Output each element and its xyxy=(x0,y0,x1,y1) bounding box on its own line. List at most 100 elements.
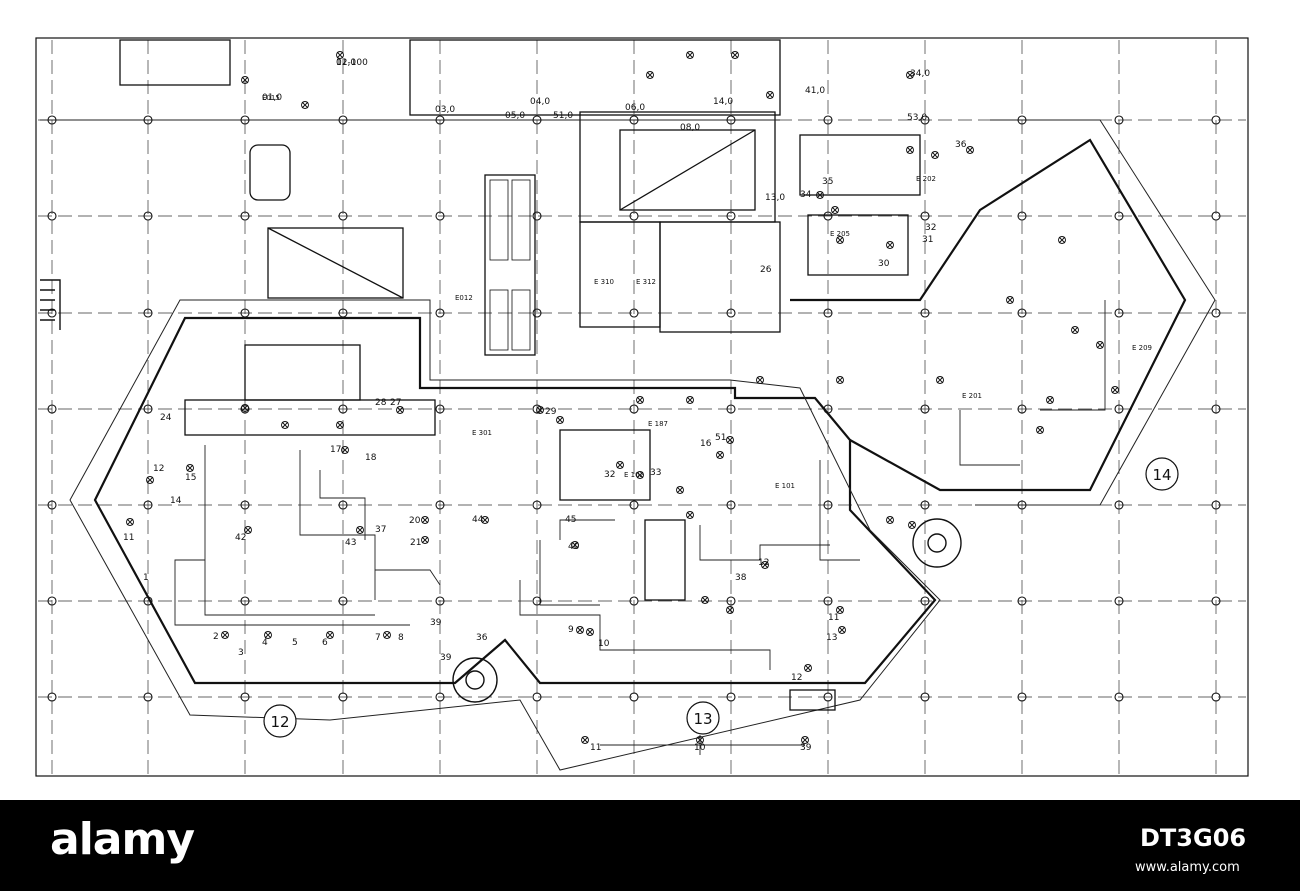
light-fixture-symbol xyxy=(616,461,624,469)
column-dot xyxy=(1114,211,1124,221)
plan-label: 53,0 xyxy=(907,113,927,123)
plan-label: 04,0 xyxy=(530,97,550,107)
column-dot xyxy=(726,211,736,221)
fixture-cross xyxy=(906,146,914,154)
column-dot xyxy=(240,211,250,221)
light-fixture-symbol xyxy=(1006,296,1014,304)
column-dot xyxy=(726,692,736,702)
light-fixture-symbol xyxy=(396,406,404,414)
column-dot xyxy=(1211,308,1221,318)
fixture-cross xyxy=(126,518,134,526)
light-fixture-symbol xyxy=(931,151,939,159)
plan-label: E 201 xyxy=(962,392,982,400)
fixture-cross xyxy=(756,376,764,384)
fixture-cross xyxy=(421,516,429,524)
column-dot xyxy=(1211,500,1221,510)
column-dot xyxy=(47,115,57,125)
fixture-cross xyxy=(801,736,809,744)
plan-label: 32 xyxy=(925,223,936,233)
column-dot xyxy=(920,404,930,414)
plan-label: 1 xyxy=(143,573,149,583)
column-dot xyxy=(823,211,833,221)
plan-label: 5 xyxy=(292,638,298,648)
column-dot xyxy=(143,115,153,125)
plan-label: 24 xyxy=(160,413,172,423)
column-dot xyxy=(435,500,445,510)
fixture-cross xyxy=(576,626,584,634)
plan-label: 13,0 xyxy=(765,193,785,203)
plan-label: 18 xyxy=(365,453,377,463)
fixture-cross xyxy=(146,476,154,484)
light-fixture-symbol xyxy=(421,536,429,544)
column-dot xyxy=(47,308,57,318)
plan-label: 11-100 xyxy=(336,58,368,68)
plan-label: 42 xyxy=(235,533,246,543)
plan-label: E012 xyxy=(455,294,473,302)
light-fixture-symbol xyxy=(886,516,894,524)
plan-label: 13 xyxy=(826,633,837,643)
light-fixture-symbol xyxy=(241,404,249,412)
light-fixture-symbol xyxy=(908,521,916,529)
column-dot xyxy=(1211,115,1221,125)
plan-label: 33 xyxy=(650,468,661,478)
plan-label: 12 xyxy=(758,558,769,568)
column-dot xyxy=(629,211,639,221)
fixture-cross xyxy=(1046,396,1054,404)
plan-label: 11 xyxy=(590,743,601,753)
site-url: www.alamy.com xyxy=(1135,860,1240,875)
light-fixture-symbol xyxy=(756,376,764,384)
plan-label: E 301 xyxy=(472,429,492,437)
fixture-cross xyxy=(836,236,844,244)
fixture-cross xyxy=(536,406,544,414)
light-fixture-symbol xyxy=(221,631,229,639)
fixture-cross xyxy=(831,206,839,214)
fixture-cross xyxy=(686,51,694,59)
column-dot xyxy=(1114,500,1124,510)
light-fixture-symbol xyxy=(421,516,429,524)
plan-label: 34 xyxy=(800,190,812,200)
fixture-cross xyxy=(701,596,709,604)
plan-label: 14,0 xyxy=(713,97,733,107)
plan-label: 06,0 xyxy=(625,103,645,113)
light-fixture-symbol xyxy=(341,446,349,454)
fixture-cross xyxy=(326,631,334,639)
plan-label: 2 xyxy=(213,632,219,642)
plan-label: E 187 xyxy=(648,420,668,428)
plan-label: 41,0 xyxy=(805,86,825,96)
plan-label: E 209 xyxy=(1132,344,1152,352)
plan-label: 02,0 xyxy=(336,58,356,68)
light-fixture-symbol xyxy=(244,526,252,534)
plan-label: E 102 xyxy=(624,471,644,479)
plan-label: 51,0 xyxy=(553,111,573,121)
fixture-cross xyxy=(264,631,272,639)
fixture-cross xyxy=(646,71,654,79)
light-fixture-symbol xyxy=(936,376,944,384)
light-fixture-symbol xyxy=(731,51,739,59)
light-fixture-symbol xyxy=(586,628,594,636)
column-dot xyxy=(1114,692,1124,702)
column-dot xyxy=(920,500,930,510)
column-dot xyxy=(143,596,153,606)
plan-label: 35 xyxy=(822,177,833,187)
plan-label: 36 xyxy=(476,633,488,643)
plan-label: 20 xyxy=(409,516,421,526)
plan-label: E 205 xyxy=(830,230,850,238)
escalator xyxy=(489,179,531,351)
column-dot xyxy=(47,500,57,510)
column-dot xyxy=(1017,692,1027,702)
fixture-cross xyxy=(886,241,894,249)
column-dot xyxy=(338,596,348,606)
column-dot xyxy=(726,308,736,318)
fixture-cross xyxy=(908,521,916,529)
column-dot xyxy=(143,308,153,318)
light-fixture-symbol xyxy=(726,606,734,614)
plan-label: E 310 xyxy=(594,278,614,286)
plan-label: 03,0 xyxy=(435,105,455,115)
column-dot xyxy=(143,500,153,510)
column-dot xyxy=(435,404,445,414)
light-fixture-symbol xyxy=(264,631,272,639)
column-dot xyxy=(920,692,930,702)
light-fixture-symbol xyxy=(761,561,769,569)
column-dot xyxy=(435,692,445,702)
column-dot xyxy=(726,500,736,510)
